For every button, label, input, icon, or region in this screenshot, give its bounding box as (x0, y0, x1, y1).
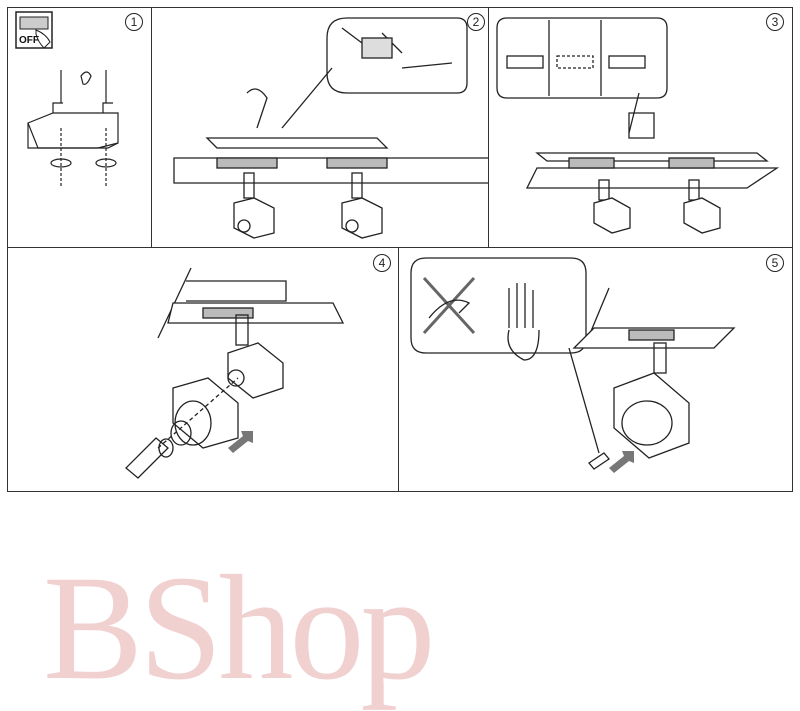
arrow-icon (609, 451, 634, 473)
wiring-illustration (173, 17, 491, 239)
step-5-panel: 5 (398, 247, 793, 492)
step-4-panel: 4 BShop (7, 247, 435, 703)
step-number-4: 4 (373, 254, 391, 272)
glove-warning-illustration (410, 257, 736, 473)
bulb-replacement-illustration (125, 267, 345, 479)
step-3-panel: 3 (488, 7, 793, 249)
watermark-logo: BShop (43, 545, 435, 711)
step-number-2: 2 (467, 13, 485, 31)
step-number-5: 5 (766, 254, 784, 272)
off-label: OFF (19, 35, 39, 46)
connection-illustration (496, 17, 780, 234)
arrow-icon (228, 431, 253, 453)
power-off-illustration (15, 11, 119, 188)
step-1-panel: 1 OFF (7, 7, 152, 249)
step-2-panel: 2 (151, 7, 491, 249)
step-number-1: 1 (125, 13, 143, 31)
step-number-3: 3 (766, 13, 784, 31)
